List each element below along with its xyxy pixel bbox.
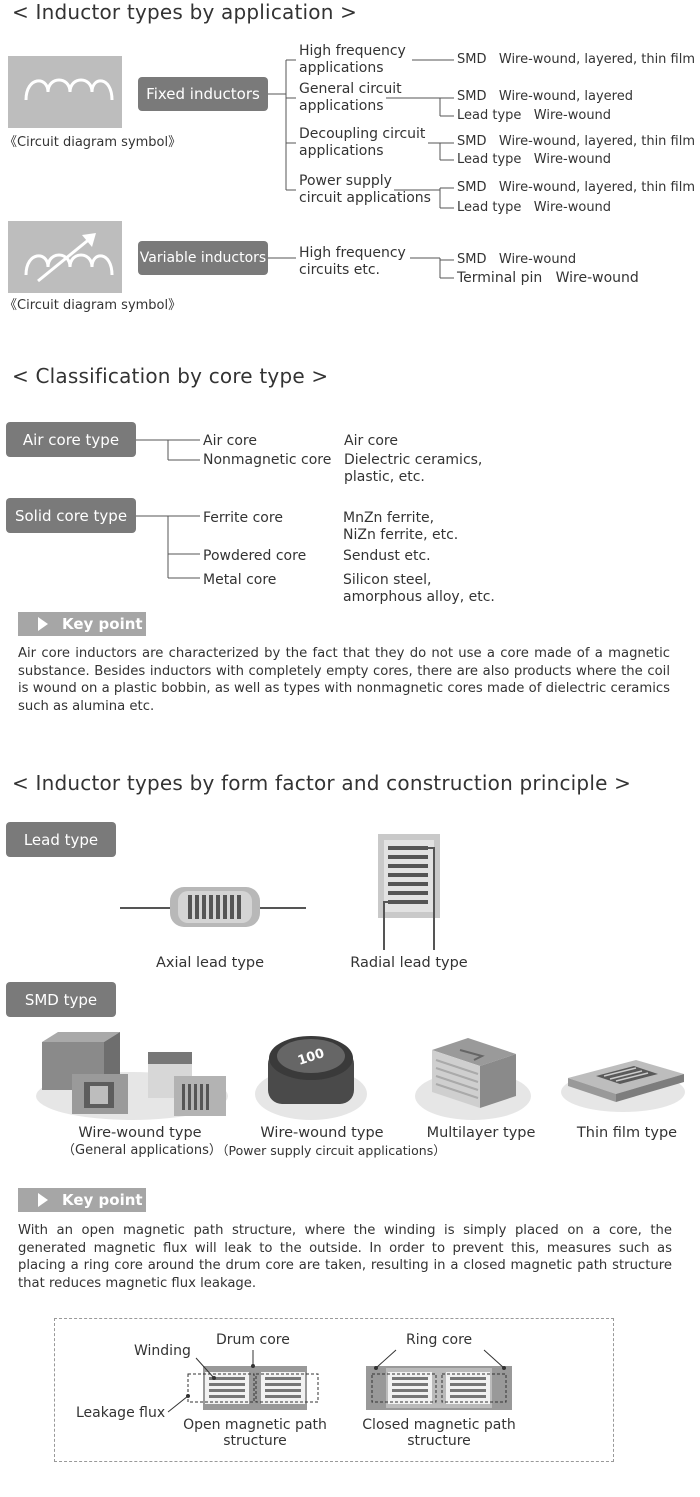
radial-lead-caption: Radial lead type [350, 955, 468, 971]
keypoint-label: Key point [62, 1191, 143, 1209]
smd-thin-film-image [561, 1060, 685, 1112]
app-general-circuit: General circuit applications [299, 81, 402, 114]
smd-type-label: SMD type [6, 982, 116, 1017]
smd-caption-2-main: Wire-wound type [260, 1125, 384, 1141]
air-core-type-label: Air core type [6, 422, 136, 457]
smd-wire-wound-general-image [36, 1032, 228, 1120]
app-general-lead: Lead type Wire-wound [457, 108, 612, 123]
nonmagnetic-core-material: Dielectric ceramics, plastic, etc. [344, 452, 483, 485]
smd-multilayer-image [415, 1038, 531, 1120]
app-variable-high-frequency: High frequency circuits etc. [299, 245, 406, 278]
solid-core-type-label: Solid core type [6, 498, 136, 533]
app-power-smd: SMD Wire-wound, layered, thin film [457, 180, 696, 195]
variable-inductors-label: Variable inductors [138, 241, 268, 275]
air-core-material: Air core [344, 433, 398, 449]
variable-coil-symbol-icon [24, 233, 114, 283]
metal-core-item: Metal core [203, 572, 277, 588]
app-variable-smd: SMD Wire-wound [457, 252, 577, 267]
keypoint-badge-core: Key point [18, 612, 146, 636]
app-high-frequency: High frequency applications [299, 43, 406, 76]
ferrite-core-item: Ferrite core [203, 510, 283, 526]
open-path-caption: Open magnetic path structure [183, 1417, 327, 1449]
section-title-application: < Inductor types by application > [12, 0, 358, 24]
winding-label: Winding [134, 1343, 191, 1359]
keypoint-label: Key point [62, 615, 143, 633]
axial-lead-inductor-image [120, 887, 306, 927]
air-core-item: Air core [203, 433, 257, 449]
app-power-lead: Lead type Wire-wound [457, 200, 612, 215]
leakage-flux-label: Leakage flux [76, 1405, 166, 1421]
lead-type-label: Lead type [6, 822, 116, 857]
app-decoupling-lead: Lead type Wire-wound [457, 152, 612, 167]
app-decoupling-smd: SMD Wire-wound, layered, thin film [457, 134, 696, 149]
symbol-caption: 《Circuit diagram symbol》 [4, 298, 182, 313]
coil-symbol-icon [24, 78, 114, 101]
smd-wire-wound-power-image: 100 [255, 1036, 367, 1120]
nonmagnetic-core-item: Nonmagnetic core [203, 452, 332, 468]
powdered-core-item: Powdered core [203, 548, 307, 564]
app-variable-terminal: Terminal pin Wire-wound [457, 270, 639, 286]
symbol-caption: 《Circuit diagram symbol》 [4, 135, 182, 150]
variable-inductor-symbol [8, 221, 122, 293]
magnetic-path-diagram [54, 1318, 614, 1462]
fixed-inductors-label: Fixed inductors [138, 77, 268, 111]
closed-path-caption: Closed magnetic path structure [362, 1417, 516, 1449]
play-arrow-icon [38, 617, 48, 631]
app-decoupling: Decoupling circuit applications [299, 126, 426, 159]
keypoint-badge-form: Key point [18, 1188, 146, 1212]
metal-core-material: Silicon steel, amorphous alloy, etc. [343, 572, 495, 605]
core-tree-lines [136, 439, 200, 579]
section-title-core: < Classification by core type > [12, 364, 329, 388]
section-title-form-factor: < Inductor types by form factor and cons… [12, 771, 632, 795]
smd-caption-3-main: Multilayer type [426, 1125, 536, 1141]
fixed-inductor-symbol [8, 56, 122, 128]
keypoint-text-core: Air core inductors are characterized by … [18, 646, 670, 714]
application-tree-lines [268, 59, 454, 279]
smd-caption-1-sub: （General applications） [62, 1143, 222, 1158]
app-high-frequency-smd: SMD Wire-wound, layered, thin film [457, 52, 696, 67]
app-power-supply: Power supply circuit applications [299, 173, 431, 206]
radial-lead-inductor-image [378, 834, 440, 950]
play-arrow-icon [38, 1193, 48, 1207]
smd-caption-1-main: Wire-wound type [78, 1125, 202, 1141]
ferrite-core-material: MnZn ferrite, NiZn ferrite, etc. [343, 510, 459, 543]
keypoint-text-form: With an open magnetic path structure, wh… [18, 1223, 672, 1291]
drum-core-label: Drum core [216, 1332, 290, 1348]
axial-lead-caption: Axial lead type [155, 955, 265, 971]
powdered-core-material: Sendust etc. [343, 548, 431, 564]
smd-caption-4-main: Thin film type [576, 1125, 678, 1141]
app-general-smd: SMD Wire-wound, layered [457, 89, 633, 104]
ring-core-label: Ring core [406, 1332, 473, 1348]
smd-caption-2-sub: （Power supply circuit applications） [216, 1143, 446, 1158]
